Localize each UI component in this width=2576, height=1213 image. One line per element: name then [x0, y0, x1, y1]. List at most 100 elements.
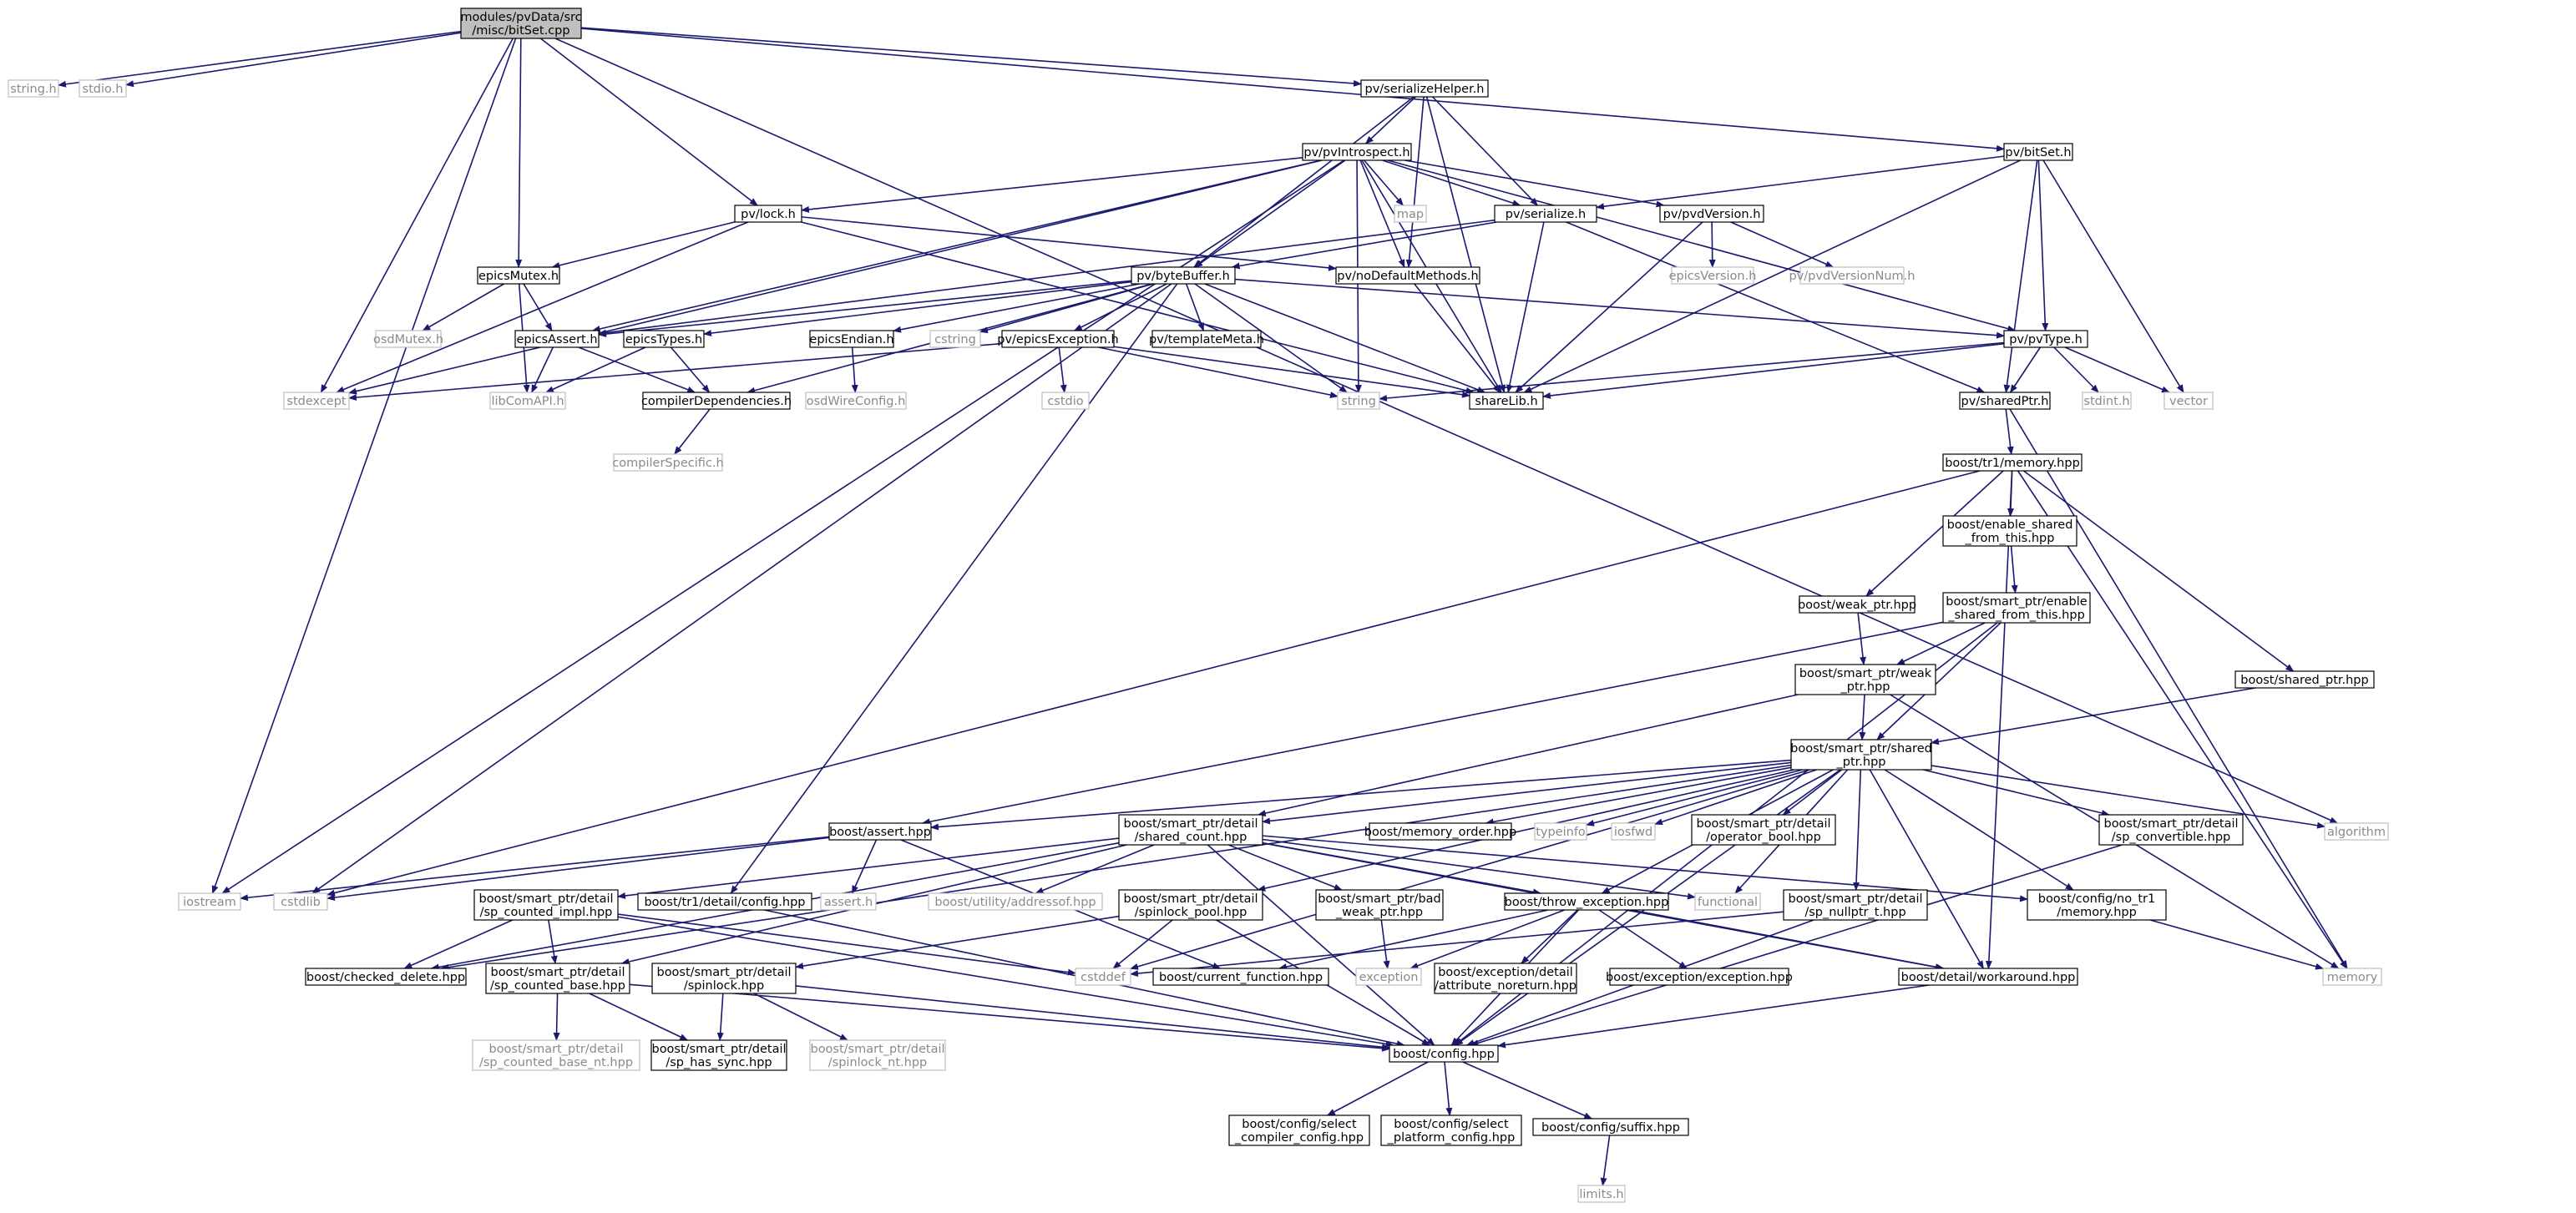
node-functional: functional	[1694, 892, 1761, 911]
node-workaround[interactable]: boost/detail/workaround.hpp	[1898, 968, 2078, 986]
edge-pvIntrospect-to-pvType	[1387, 159, 2017, 332]
edge-lockh-to-epicsMutex	[551, 221, 736, 269]
node-currentFunction[interactable]: boost/current_function.hpp	[1152, 968, 1329, 986]
node-spCountedImpl[interactable]: boost/smart_ptr/detail/sp_counted_impl.h…	[473, 889, 619, 921]
node-cstddef: cstddef	[1075, 968, 1131, 986]
node-attrNoreturn[interactable]: boost/exception/detail/attribute_noretur…	[1434, 963, 1577, 994]
node-compilerDep[interactable]: compilerDependencies.h	[641, 392, 792, 410]
edge-tr1memory-to-weakPtr	[1865, 470, 2004, 597]
edge-pvdVersion-to-pvdVersionNum	[1730, 221, 1835, 268]
edge-noDefault-to-shareLib	[1414, 283, 1501, 393]
node-spHasSync[interactable]: boost/smart_ptr/detail/sp_has_sync.hpp	[650, 1039, 787, 1071]
node-badWeak[interactable]: boost/smart_ptr/bad_weak_ptr.hpp	[1315, 889, 1444, 921]
node-label: boost/smart_ptr/detail	[1788, 892, 1922, 906]
node-pvdVersion[interactable]: pv/pvdVersion.h	[1659, 205, 1764, 223]
node-suffix[interactable]: boost/config/suffix.hpp	[1532, 1118, 1689, 1136]
node-noDefault[interactable]: pv/noDefaultMethods.h	[1335, 266, 1480, 285]
node-exceptionHpp[interactable]: boost/exception/exception.hpp	[1606, 968, 1793, 986]
nodes: modules/pvData/src/misc/bitSet.cpp string…	[8, 8, 2389, 1203]
node-label: epicsMutex.h	[478, 270, 559, 283]
node-spWeak[interactable]: boost/smart_ptr/weak_ptr.hpp	[1794, 664, 1936, 695]
edge-epicsException-to-stdexcept	[348, 342, 1003, 401]
edge-spinlock-to-spinlockNt	[753, 993, 848, 1041]
node-label: pv/serializeHelper.h	[1364, 83, 1484, 96]
node-box	[472, 1039, 640, 1071]
node-spCountedBase[interactable]: boost/smart_ptr/detail/sp_counted_base.h…	[485, 963, 630, 994]
node-label: boost/exception/exception.hpp	[1606, 971, 1793, 984]
node-spinlockNt: boost/smart_ptr/detail/spinlock_nt.hpp	[809, 1039, 946, 1071]
node-selectPlatform[interactable]: boost/config/select_platform_config.hpp	[1380, 1114, 1522, 1146]
node-label: pv/templateMeta.h	[1149, 333, 1264, 346]
node-spConvertible[interactable]: boost/smart_ptr/detail/sp_convertible.hp…	[2098, 814, 2244, 846]
node-label: boost/smart_ptr/detail	[490, 966, 625, 979]
node-shareLib[interactable]: shareLib.h	[1469, 392, 1544, 410]
node-epicsMutex[interactable]: epicsMutex.h	[477, 266, 560, 285]
node-spShared[interactable]: boost/smart_ptr/shared_ptr.hpp	[1790, 739, 1932, 771]
node-iosfwd: iosfwd	[1611, 822, 1656, 841]
node-throwExc[interactable]: boost/throw_exception.hpp	[1504, 892, 1669, 911]
node-byteBuffer[interactable]: pv/byteBuffer.h	[1131, 266, 1236, 285]
node-enableShared[interactable]: boost/enable_shared_from_this.hpp	[1942, 515, 2078, 547]
node-box	[1671, 266, 1754, 285]
node-root[interactable]: modules/pvData/src/misc/bitSet.cpp	[460, 8, 582, 39]
edge-pvIntrospect-to-pvdVersion	[1404, 159, 1665, 208]
node-spEnableShared[interactable]: boost/smart_ptr/enable_shared_from_this.…	[1942, 592, 2091, 624]
node-memoryOrder[interactable]: boost/memory_order.hpp	[1364, 822, 1516, 841]
edge-byteBuffer-to-epicsException	[1073, 283, 1167, 331]
node-box	[473, 889, 619, 921]
edge-byteBuffer-to-tr1Config	[730, 283, 1178, 894]
node-sharedPtr[interactable]: pv/sharedPtr.h	[1959, 392, 2051, 410]
edge-spCountedImpl-to-checkedDelete	[403, 919, 514, 969]
node-stdioh: stdio.h	[78, 79, 127, 98]
node-label: boost/current_function.hpp	[1159, 971, 1323, 984]
node-serializeHelper[interactable]: pv/serializeHelper.h	[1360, 79, 1489, 98]
node-epicsAssert[interactable]: epicsAssert.h	[514, 330, 600, 348]
node-operatorBool[interactable]: boost/smart_ptr/detail/operator_bool.hpp	[1691, 814, 1836, 846]
node-label: string.h	[10, 83, 56, 96]
node-selectCompiler[interactable]: boost/config/select_compiler_config.hpp	[1228, 1114, 1370, 1146]
node-sharedCount[interactable]: boost/smart_ptr/detail/shared_count.hpp	[1118, 814, 1263, 846]
node-label: /spinlock.hpp	[684, 979, 764, 993]
node-pvIntrospect[interactable]: pv/pvIntrospect.h	[1302, 143, 1412, 161]
node-label: osdWireConfig.h	[807, 395, 906, 408]
node-label: boost/smart_ptr/detail	[1123, 892, 1258, 906]
edge-root-to-algorithm	[554, 38, 2339, 824]
edge-spShared-to-algorithm	[1931, 765, 2325, 829]
node-label: limits.h	[1579, 1188, 1623, 1201]
node-boostConfig[interactable]: boost/config.hpp	[1389, 1044, 1499, 1063]
node-box	[305, 968, 467, 986]
node-label: /misc/bitSet.cpp	[472, 24, 569, 38]
node-pvbitSet[interactable]: pv/bitSet.h	[2003, 143, 2073, 161]
node-lockh[interactable]: pv/lock.h	[734, 205, 802, 223]
node-label: boost/smart_ptr/shared	[1790, 742, 1932, 756]
node-spinlockPool[interactable]: boost/smart_ptr/detail/spinlock_pool.hpp	[1118, 889, 1263, 921]
node-epicsException[interactable]: pv/epicsException.h	[997, 330, 1119, 348]
node-box	[485, 963, 630, 994]
node-epicsTypes[interactable]: epicsTypes.h	[623, 330, 705, 348]
node-box	[929, 330, 981, 348]
node-noTr1Memory[interactable]: boost/config/no_tr1/memory.hpp	[2027, 889, 2167, 921]
edge-pvIntrospect-to-lockh	[801, 157, 1303, 213]
node-spinlock[interactable]: boost/smart_ptr/detail/spinlock.hpp	[651, 963, 797, 994]
edge-boostAssert-to-cstdlib	[326, 836, 830, 902]
node-label: pv/byteBuffer.h	[1136, 270, 1230, 283]
edge-spCountedImpl-to-spCountedBase	[548, 919, 558, 964]
node-pvType[interactable]: pv/pvType.h	[2003, 330, 2088, 348]
edge-pvbitSet-to-pvType	[2037, 159, 2049, 331]
node-checkedDelete[interactable]: boost/checked_delete.hpp	[305, 968, 467, 986]
node-tr1memory[interactable]: boost/tr1/memory.hpp	[1942, 453, 2083, 472]
node-spCountedBaseNt: boost/smart_ptr/detail/sp_counted_base_n…	[472, 1039, 640, 1071]
node-epicsEndian[interactable]: epicsEndian.h	[809, 330, 894, 348]
node-label: _shared_from_this.hpp	[1947, 609, 2085, 622]
node-serialize[interactable]: pv/serialize.h	[1494, 205, 1597, 223]
node-box	[1783, 889, 1928, 921]
node-sharedPtrHpp[interactable]: boost/shared_ptr.hpp	[2234, 670, 2375, 689]
node-weakPtr[interactable]: boost/weak_ptr.hpp	[1798, 595, 1916, 614]
node-boostAssert[interactable]: boost/assert.hpp	[828, 822, 932, 841]
node-pvdVersionNum: pv/pvdVersionNum.h	[1789, 266, 1915, 285]
node-label: cstdlib	[281, 896, 321, 909]
node-templateMeta[interactable]: pv/templateMeta.h	[1149, 330, 1264, 348]
node-tr1Config[interactable]: boost/tr1/detail/config.hpp	[637, 892, 812, 911]
node-spNullptr[interactable]: boost/smart_ptr/detail/sp_nullptr_t.hpp	[1783, 889, 1928, 921]
node-box	[1959, 392, 2051, 410]
